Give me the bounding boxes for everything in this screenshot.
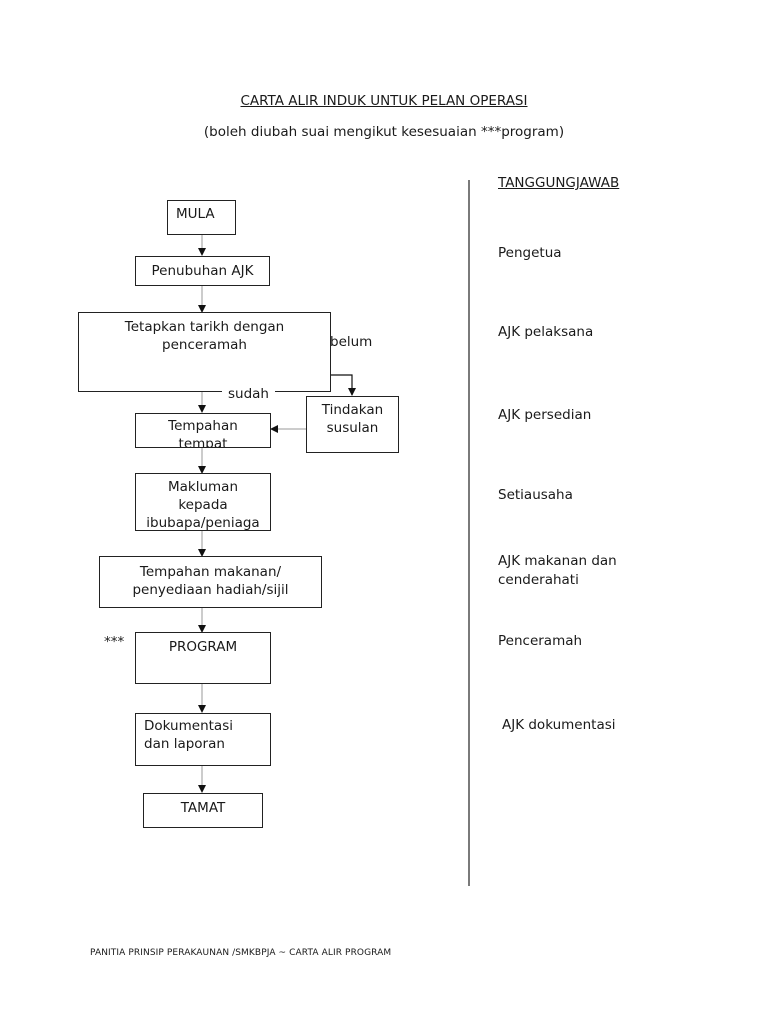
branch-no-label: belum — [330, 334, 373, 350]
report-label: Dokumentasi dan laporan — [144, 718, 233, 752]
responsibility-item: Pengetua — [498, 245, 562, 261]
program-marker: *** — [104, 634, 125, 650]
followup-box: Tindakan susulan — [306, 396, 399, 453]
end-label: TAMAT — [180, 800, 226, 816]
responsibility-item: Penceramah — [498, 633, 583, 649]
notify-label: Makluman kepada ibubapa/peniaga — [146, 479, 260, 531]
committee-label: Penubuhan AJK — [151, 263, 254, 279]
venue-box: Tempahan tempat — [135, 413, 271, 448]
date-label: Tetapkan tarikh dengan penceramah — [124, 319, 285, 353]
responsibility-item: AJK dokumentasi — [502, 717, 616, 733]
arrow-belum-followup — [331, 374, 356, 396]
responsibility-item: AJK persedian — [498, 407, 592, 423]
responsibility-item: AJK makanan dan cenderahati — [498, 553, 617, 588]
notify-box: Makluman kepada ibubapa/peniaga — [135, 473, 271, 531]
report-box: Dokumentasi dan laporan — [135, 713, 271, 766]
followup-label: Tindakan susulan — [321, 402, 384, 436]
committee-box: Penubuhan AJK — [135, 256, 270, 286]
responsibility-header: TANGGUNGJAWAB — [498, 175, 620, 191]
date-box: Tetapkan tarikh dengan penceramah — [78, 312, 331, 392]
venue-label: Tempahan tempat — [168, 418, 238, 448]
start-box: MULA — [167, 200, 236, 235]
page-subtitle: (boleh diubah suai mengikut kesesuaian *… — [203, 124, 565, 140]
responsibility-item: Setiausaha — [498, 487, 573, 503]
branch-yes-label: sudah — [222, 386, 275, 402]
page-title: CARTA ALIR INDUK UNTUK PELAN OPERASI — [240, 93, 528, 109]
food-box: Tempahan makanan/ penyediaan hadiah/siji… — [99, 556, 322, 608]
program-box: PROGRAM — [135, 632, 271, 684]
program-label: PROGRAM — [168, 639, 238, 655]
page-footer: PANITIA PRINSIP PERAKAUNAN /SMKBPJA ~ CA… — [90, 948, 392, 958]
responsibility-item: AJK pelaksana — [498, 324, 594, 340]
food-label: Tempahan makanan/ penyediaan hadiah/siji… — [132, 564, 289, 598]
end-box: TAMAT — [143, 793, 263, 828]
start-label: MULA — [176, 206, 215, 222]
